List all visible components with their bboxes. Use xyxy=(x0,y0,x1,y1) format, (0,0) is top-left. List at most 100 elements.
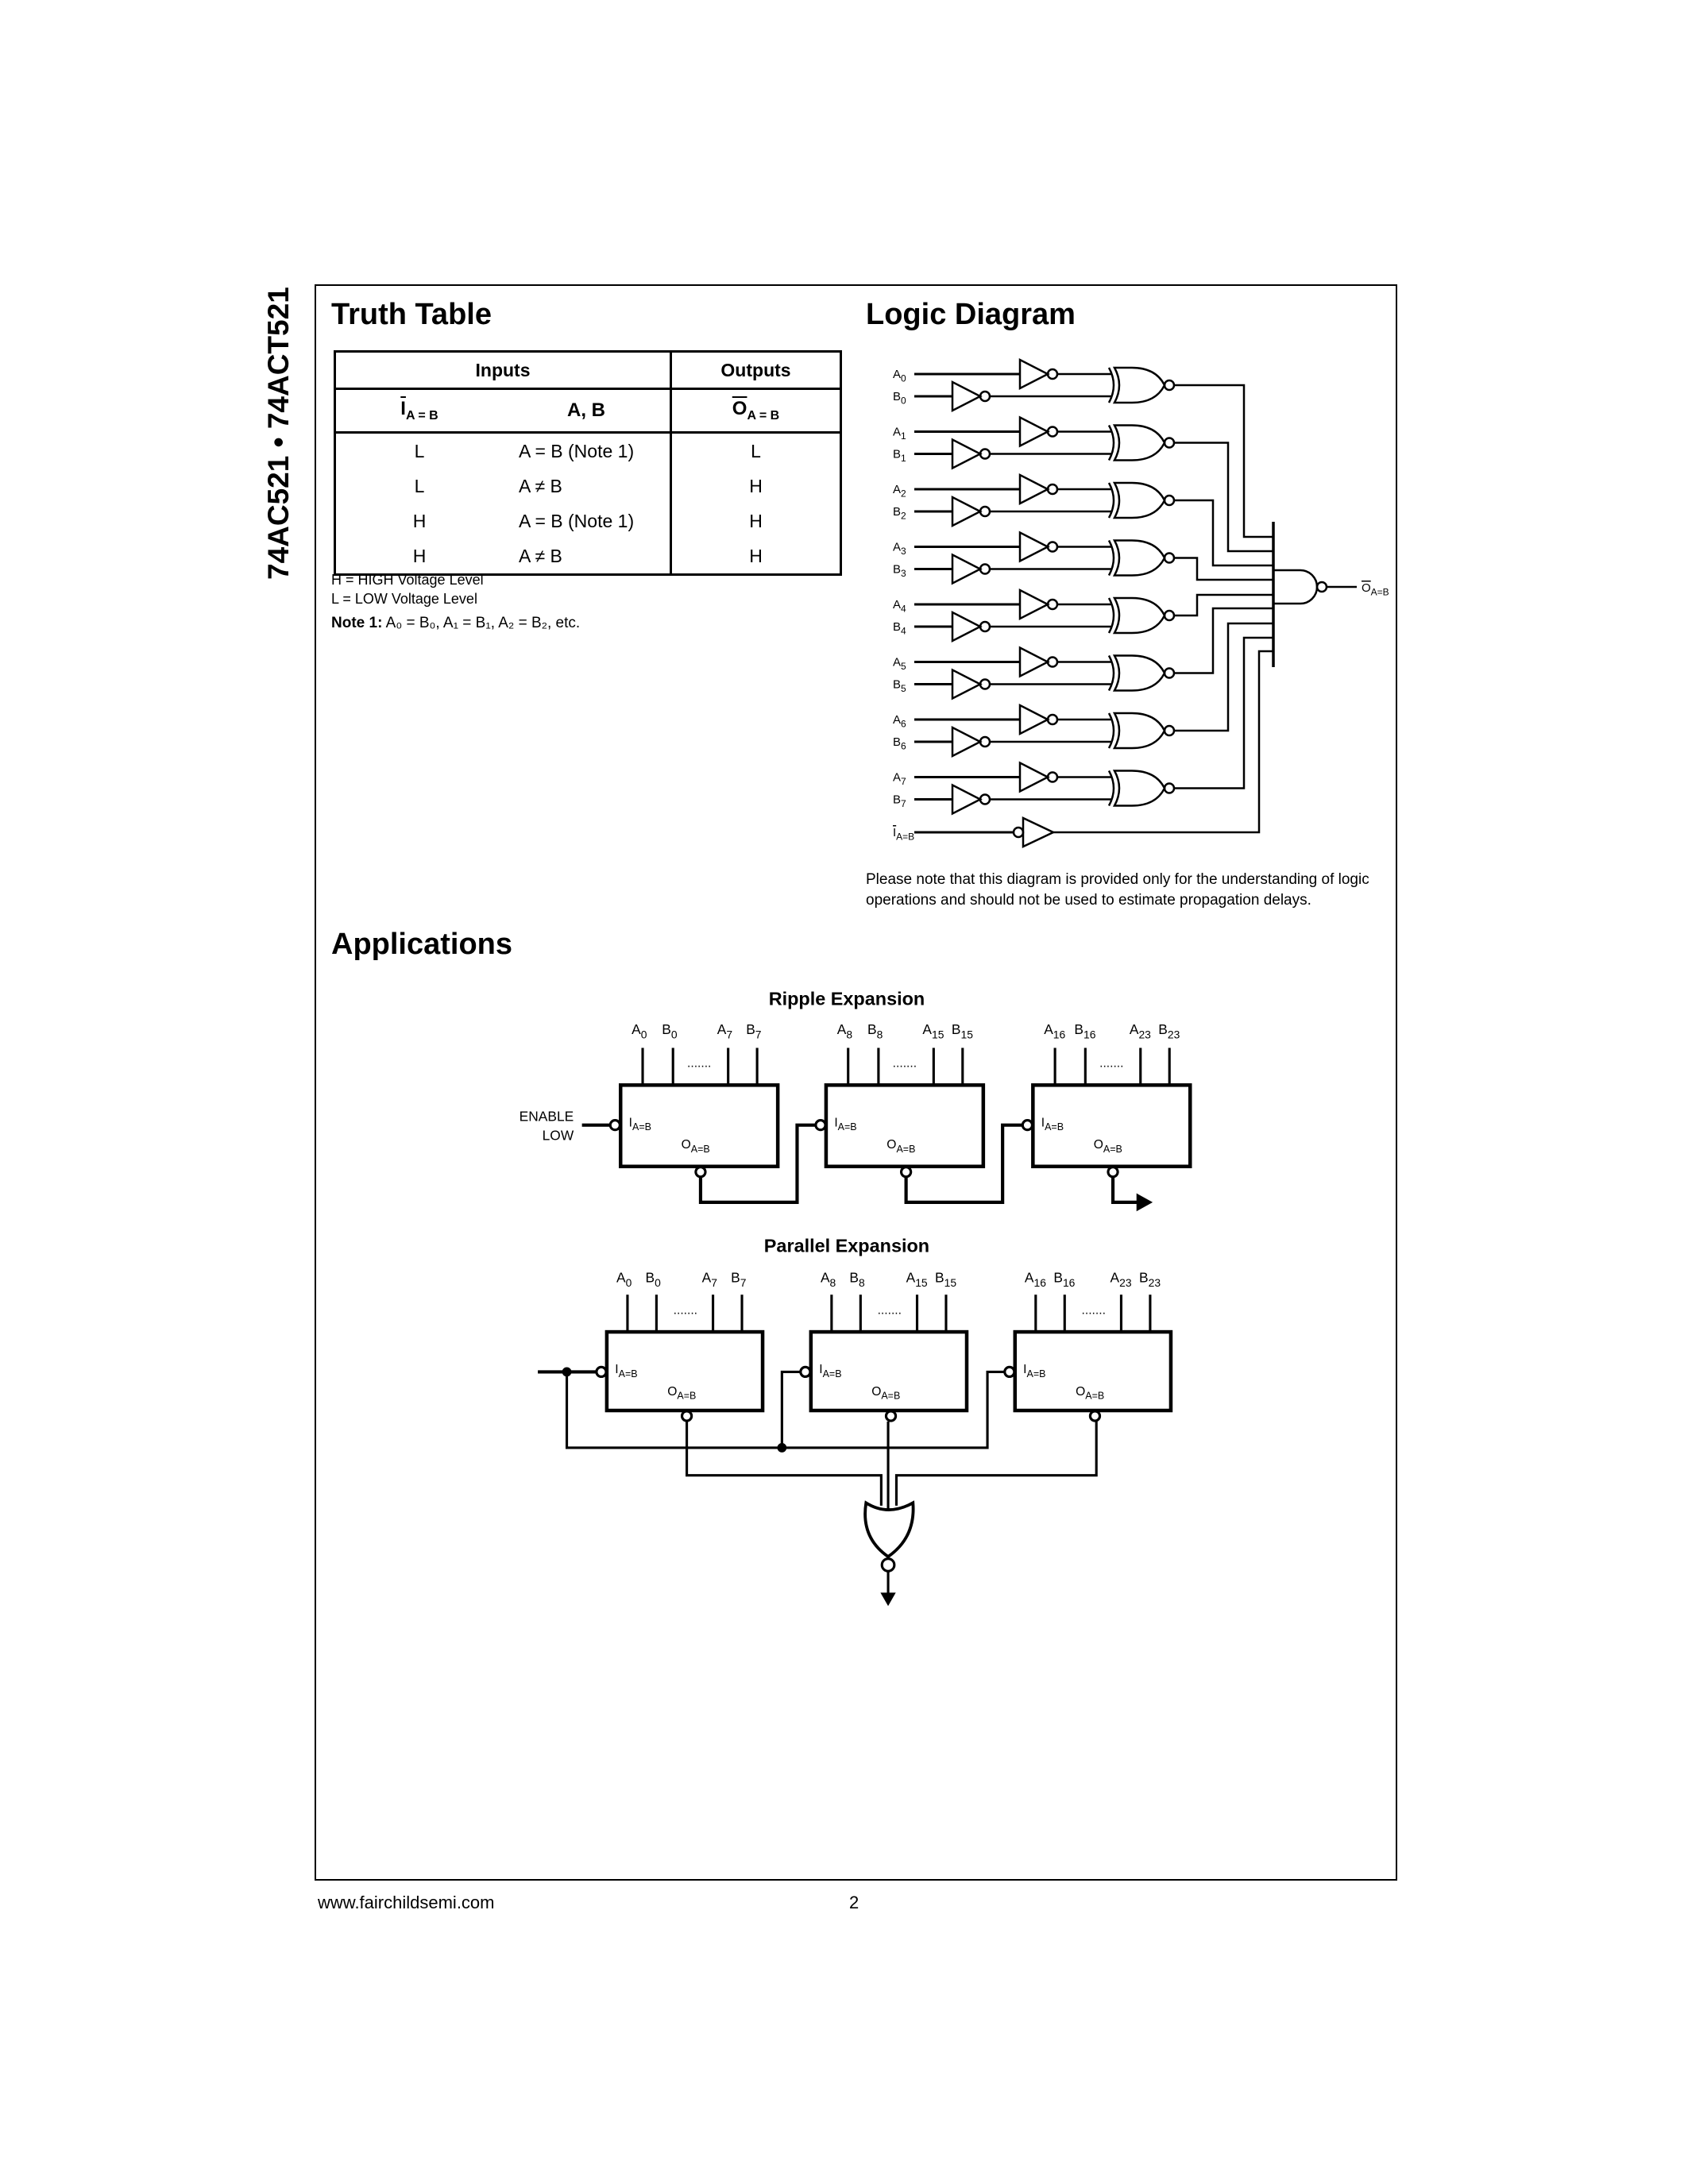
label-base: B xyxy=(952,1021,961,1037)
inverter-a xyxy=(1018,588,1050,621)
inversion-bubble xyxy=(1163,609,1176,622)
enable-label: ENABLE xyxy=(520,1108,574,1124)
input-label-a: A3 xyxy=(893,541,906,558)
label-sub: A=B xyxy=(632,1121,651,1133)
xnor-back-arc xyxy=(1107,482,1115,519)
label-sub: A=B xyxy=(896,832,914,843)
label-sub: 5 xyxy=(901,661,906,672)
inverter-a xyxy=(1018,415,1050,448)
input-bubble xyxy=(1021,1119,1034,1132)
pin-label: B15 xyxy=(952,1021,973,1040)
wire xyxy=(1174,607,1273,674)
block-input-label: IA=B xyxy=(615,1363,637,1379)
label-sub: A=B xyxy=(838,1121,857,1133)
label-base: A xyxy=(1130,1021,1139,1037)
pin-label: B7 xyxy=(746,1021,762,1040)
inversion-bubble xyxy=(1163,724,1176,737)
xnor-gate xyxy=(1112,770,1166,807)
inverter-b xyxy=(951,553,983,585)
inverter-a xyxy=(1018,703,1050,736)
wire xyxy=(1174,557,1273,581)
truth-table-note: Note 1: A₀ = B₀, A₁ = B₁, A₂ = B₂, etc. xyxy=(331,615,581,631)
output-bubble xyxy=(884,1410,898,1422)
output-bubble xyxy=(694,1166,707,1179)
input-label-a: A4 xyxy=(893,598,906,615)
pin-label: A15 xyxy=(922,1021,944,1040)
xnor-back-arc xyxy=(1107,367,1115,403)
xnor-back-arc xyxy=(1107,424,1115,461)
logic-diagram-note: Please note that this diagram is provide… xyxy=(866,871,1369,909)
label-sub: 7 xyxy=(755,1028,762,1040)
inverter-b xyxy=(951,380,983,413)
label-sub: A=B xyxy=(1045,1121,1064,1133)
pin-dots: ....... xyxy=(1082,1304,1106,1318)
label-sub: 0 xyxy=(671,1028,678,1040)
label-base: A xyxy=(616,1270,626,1286)
footer-url[interactable]: www.fairchildsemi.com xyxy=(318,1893,495,1912)
col-o-header: OA = B xyxy=(670,388,841,434)
truth-table-legend: H = HIGH Voltage Level L = LOW Voltage L… xyxy=(331,572,484,607)
label-base: B xyxy=(893,448,901,461)
inversion-bubble xyxy=(1315,581,1328,593)
block-input-label: IA=B xyxy=(1041,1116,1064,1133)
label-base: B xyxy=(893,678,901,692)
input-label-a: A6 xyxy=(893,713,906,730)
label-base: O xyxy=(667,1385,677,1399)
label-base: B xyxy=(893,390,901,403)
block-input-label: IA=B xyxy=(629,1116,651,1133)
label-base: B xyxy=(893,793,901,807)
label-base: A xyxy=(893,541,901,554)
label-base: O xyxy=(1362,581,1371,595)
label-base: I xyxy=(819,1363,822,1376)
parallel-title: Parallel Expansion xyxy=(764,1235,929,1256)
label-base: B xyxy=(935,1270,944,1286)
xnor-gate xyxy=(1112,596,1166,635)
label-base: A xyxy=(893,426,901,439)
xnor-back-arc xyxy=(1107,539,1115,577)
nand-gate xyxy=(1273,569,1319,605)
label-base: O xyxy=(886,1138,896,1152)
inversion-bubble xyxy=(1163,782,1176,794)
input-label-b: B4 xyxy=(893,620,906,637)
label-sub: 3 xyxy=(901,568,906,579)
label-sub: 16 xyxy=(1063,1276,1076,1289)
label-sub: A=B xyxy=(677,1391,696,1402)
label-sub: 0 xyxy=(641,1028,647,1040)
wire xyxy=(1053,650,1273,834)
label-base: A xyxy=(632,1021,641,1037)
wire xyxy=(1174,622,1273,732)
input-bubble xyxy=(608,1119,621,1132)
label-sub: 15 xyxy=(944,1276,957,1289)
arrow-icon xyxy=(1136,1193,1153,1212)
label-base: B xyxy=(1074,1021,1083,1037)
wire xyxy=(780,1370,800,1448)
xnor-gate xyxy=(1112,481,1166,519)
label-base: B xyxy=(1139,1270,1149,1286)
label-sub: A=B xyxy=(881,1391,900,1402)
wire xyxy=(904,1123,1022,1204)
label-base: B xyxy=(893,505,901,519)
label-sub: 4 xyxy=(901,626,906,637)
label-base: I xyxy=(1041,1116,1045,1129)
label-sub: A=B xyxy=(896,1144,915,1155)
label-base: A xyxy=(837,1021,847,1037)
xnor-gate xyxy=(1112,539,1166,577)
label-base: I xyxy=(629,1116,632,1129)
label-sub: 15 xyxy=(915,1276,928,1289)
inverter-a xyxy=(1018,646,1050,678)
wire xyxy=(1174,442,1273,553)
xnor-gate xyxy=(1112,424,1166,461)
label-sub: A=B xyxy=(619,1368,638,1379)
pin-label: A16 xyxy=(1025,1270,1046,1289)
label-base: A xyxy=(717,1021,727,1037)
junction-dot xyxy=(777,1443,787,1453)
label-base: A xyxy=(821,1270,830,1286)
label-base: A xyxy=(893,656,901,669)
label-base: A xyxy=(893,713,901,727)
xnor-back-arc xyxy=(1107,597,1115,634)
